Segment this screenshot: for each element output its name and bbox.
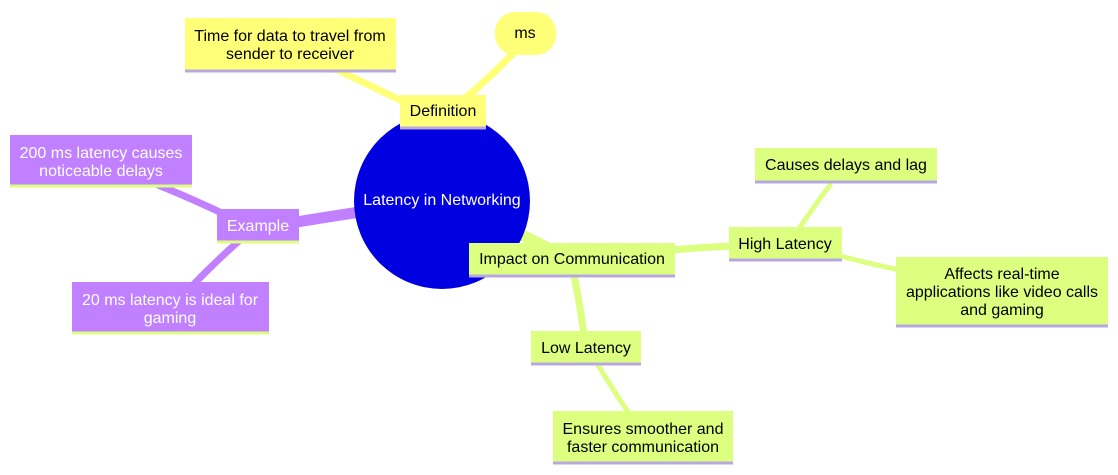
node-high-delays-box bbox=[755, 148, 937, 182]
node-low-latency-box bbox=[531, 331, 641, 364]
node-high-realtime-line-3: and gaming bbox=[960, 302, 1044, 319]
node-ms[interactable]: ms bbox=[495, 12, 556, 55]
node-example-200-box bbox=[10, 135, 192, 186]
node-impact[interactable]: Impact on Communication bbox=[469, 243, 675, 278]
node-definition[interactable]: Definition bbox=[400, 95, 486, 130]
node-example[interactable]: Example bbox=[217, 209, 299, 244]
node-high-delays[interactable]: Causes delays and lag bbox=[755, 148, 937, 184]
node-example-box bbox=[217, 209, 299, 242]
node-impact-label: Impact on Communication bbox=[479, 251, 665, 268]
node-high-latency[interactable]: High Latency bbox=[729, 227, 842, 262]
node-ms-label: ms bbox=[514, 25, 535, 42]
node-definition-box bbox=[400, 95, 486, 128]
node-example-20-line-2: gaming bbox=[144, 310, 196, 327]
edge-definition-ms bbox=[459, 44, 522, 104]
node-high-realtime-line-2: applications like video calls bbox=[906, 284, 1098, 301]
node-definition-detail-line-2: sender to receiver bbox=[226, 46, 355, 63]
node-high-delays-label: Causes delays and lag bbox=[765, 157, 927, 174]
node-example-20[interactable]: 20 ms latency is ideal for gaming bbox=[72, 282, 269, 335]
node-example-200[interactable]: 200 ms latency causes noticeable delays bbox=[10, 135, 192, 188]
edge-low-smoother bbox=[595, 362, 631, 415]
node-high-realtime-line-1: Affects real-time bbox=[944, 266, 1059, 283]
node-high-realtime[interactable]: Affects real-time applications like vide… bbox=[896, 257, 1108, 328]
node-low-latency[interactable]: Low Latency bbox=[531, 331, 641, 366]
node-high-latency-label: High Latency bbox=[738, 236, 831, 253]
node-definition-detail[interactable]: Time for data to travel from sender to r… bbox=[185, 18, 396, 73]
node-example-200-line-2: noticeable delays bbox=[39, 163, 163, 180]
edge-high-realtime bbox=[837, 253, 903, 273]
edge-impact-high bbox=[668, 242, 739, 254]
node-low-smoother-line-1: Ensures smoother and bbox=[563, 421, 724, 438]
root-label: Latency in Networking bbox=[363, 192, 520, 209]
node-example-20-box bbox=[72, 282, 269, 333]
node-example-20-line-1: 20 ms latency is ideal for bbox=[82, 292, 259, 309]
node-low-smoother[interactable]: Ensures smoother and faster communicatio… bbox=[553, 411, 733, 465]
node-definition-detail-line-1: Time for data to travel from bbox=[194, 28, 385, 45]
node-high-realtime-box bbox=[896, 257, 1108, 326]
edge-impact-low bbox=[570, 271, 588, 339]
edge-example-20 bbox=[186, 236, 244, 292]
node-ms-box bbox=[495, 12, 556, 55]
node-high-latency-box bbox=[729, 227, 842, 260]
node-definition-detail-box bbox=[185, 18, 396, 71]
node-definition-label: Definition bbox=[410, 103, 477, 120]
node-low-smoother-line-2: faster communication bbox=[567, 439, 719, 456]
node-impact-box bbox=[469, 243, 675, 276]
node-low-latency-label: Low Latency bbox=[541, 340, 631, 357]
node-example-label: Example bbox=[227, 218, 289, 235]
node-example-200-line-1: 200 ms latency causes bbox=[20, 145, 183, 162]
edge-high-delays bbox=[797, 182, 833, 230]
node-low-smoother-box bbox=[553, 411, 733, 463]
